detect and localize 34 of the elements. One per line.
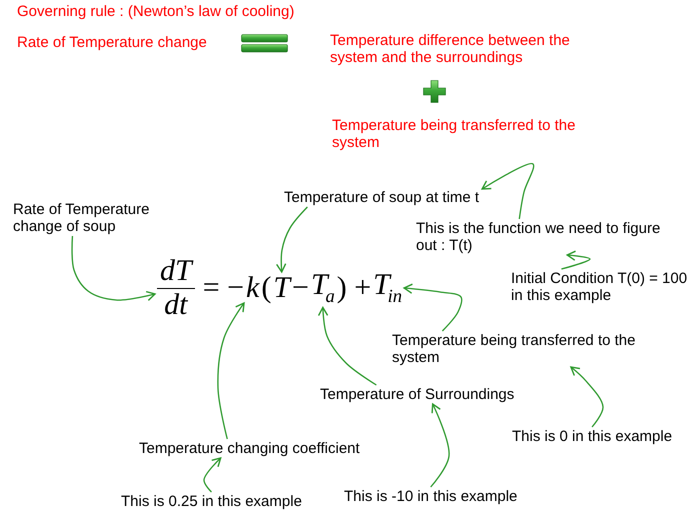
math-variable: T: [273, 273, 290, 303]
leader-arrow: [403, 284, 462, 332]
math-operator: = −: [202, 273, 246, 303]
annotation-text: Rate of Temperature change of soup: [13, 201, 158, 235]
annotation-text: Initial Condition T(0) = 100 in this example: [511, 270, 691, 304]
leader-arrow: [481, 163, 534, 220]
fraction-numerator: dT: [159, 256, 194, 286]
math-operator: ) +: [336, 273, 372, 303]
leader-arrow: [318, 306, 377, 386]
math-operator: (: [260, 273, 272, 303]
leader-arrow: [561, 250, 591, 270]
annotation-text: This is the function we need to figure out : T(t): [416, 220, 668, 254]
leader-arrow: [71, 236, 156, 302]
annotation-text: Temperature of soup at time t: [284, 189, 480, 206]
word-equation-term: Temperature difference between the system and the surroundings: [330, 32, 571, 66]
annotation-text: Temperature being transferred to the system: [392, 332, 644, 366]
word-equation-term: Rate of Temperature change: [17, 34, 207, 51]
annotation-text: This is -10 in this example: [344, 488, 518, 505]
annotation-text: Temperature of Surroundings: [320, 386, 514, 403]
annotation-text: Temperature changing coefficient: [139, 440, 360, 457]
leader-arrow: [570, 366, 604, 428]
math-variable: k: [246, 273, 260, 303]
rule-title: Governing rule : (Newton’s law of cooling): [17, 3, 294, 20]
leader-arrow: [430, 403, 450, 488]
leader-arrow: [276, 206, 308, 273]
word-equation-term: Temperature being transferred to the system: [332, 117, 576, 151]
annotation-text: This is 0.25 in this example: [121, 493, 302, 510]
math-variable: T$_{a}$: [310, 270, 335, 306]
math-variable: T$_{in}$: [373, 270, 402, 306]
math-operator: −: [292, 273, 310, 303]
fraction-denominator: dt: [163, 290, 189, 320]
leader-arrow: [217, 302, 245, 440]
leader-arrow: [203, 457, 222, 492]
annotation-text: This is 0 in this example: [512, 428, 672, 445]
